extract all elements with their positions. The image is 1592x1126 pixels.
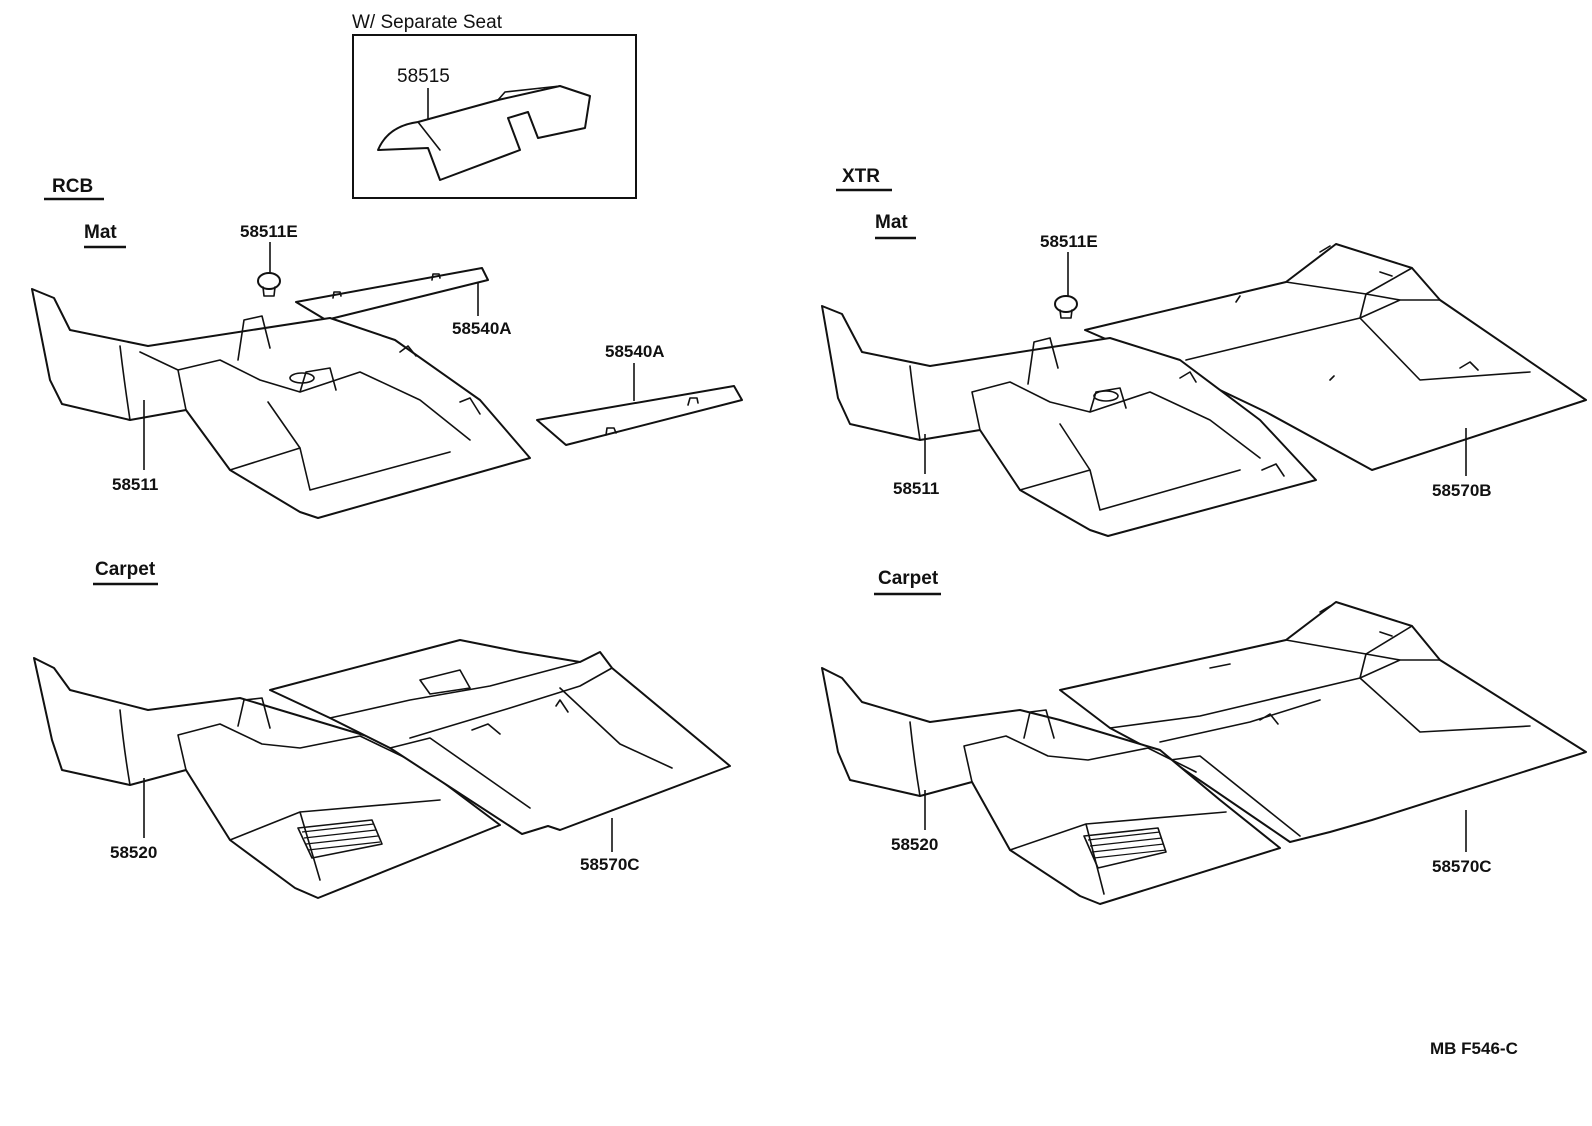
- rcb-section: RCB Mat 58511E 58540A 58540A: [31, 176, 743, 899]
- xtr-carpet-heading: Carpet: [878, 568, 939, 589]
- xtr-carpet-group: Carpet 58570C 58520: [821, 568, 1587, 905]
- rcb-clip-part-number: 58511E: [240, 222, 298, 241]
- clip-fastener-drawing: [257, 272, 281, 297]
- xtr-mat-heading: Mat: [875, 212, 908, 233]
- inset-part-number: 58515: [397, 66, 450, 87]
- xtr-front-carpet-part-number: 58520: [891, 835, 938, 854]
- rcb-mat-part-number: 58511: [112, 475, 158, 494]
- figure-code: MB F546-C: [1430, 1039, 1518, 1058]
- rcb-mat-group: Mat 58511E 58540A 58540A: [31, 222, 743, 519]
- xtr-front-carpet-drawing: [821, 667, 1281, 905]
- xtr-floor-mat-drawing: [821, 305, 1317, 537]
- rcb-right-strip-part-number: 58540A: [605, 342, 665, 361]
- xtr-mat-group: Mat 58511E 58570B 58511: [821, 212, 1587, 537]
- inset-title: W/ Separate Seat: [352, 12, 503, 33]
- xtr-section: XTR Mat 58511E 58570B 58: [821, 166, 1587, 905]
- inset-frame: [352, 34, 637, 199]
- xtr-rear-mat-part-number: 58570B: [1432, 481, 1492, 500]
- xtr-rear-carpet-part-number: 58570C: [1432, 857, 1492, 876]
- rcb-mat-heading: Mat: [84, 222, 117, 243]
- rcb-carpet-group: Carpet 58520 58570C: [33, 559, 731, 899]
- xtr-clip-part-number: 58511E: [1040, 232, 1098, 251]
- rcb-right-strip-drawing: [536, 385, 743, 446]
- xtr-front-carpet-hatch: [1083, 827, 1167, 869]
- rcb-upper-strip-part-number: 58540A: [452, 319, 512, 338]
- rcb-rear-carpet-part-number: 58570C: [580, 855, 640, 874]
- xtr-mat-part-number: 58511: [893, 479, 939, 498]
- xtr-heading: XTR: [842, 166, 880, 187]
- rcb-front-carpet-part-number: 58520: [110, 843, 157, 862]
- separate-seat-inset: W/ Separate Seat 58515: [352, 12, 637, 199]
- rcb-floor-mat-drawing: [31, 288, 531, 519]
- separate-seat-panel-drawing: [377, 85, 591, 181]
- rcb-heading: RCB: [52, 176, 93, 197]
- rcb-carpet-heading: Carpet: [95, 559, 156, 580]
- rcb-rear-carpet-drawing: [269, 639, 731, 835]
- rcb-upper-strip-drawing: [295, 267, 489, 321]
- rcb-front-carpet-hatch: [297, 819, 383, 859]
- rcb-front-carpet-drawing: [33, 657, 501, 899]
- xtr-clip-fastener-drawing: [1054, 295, 1078, 319]
